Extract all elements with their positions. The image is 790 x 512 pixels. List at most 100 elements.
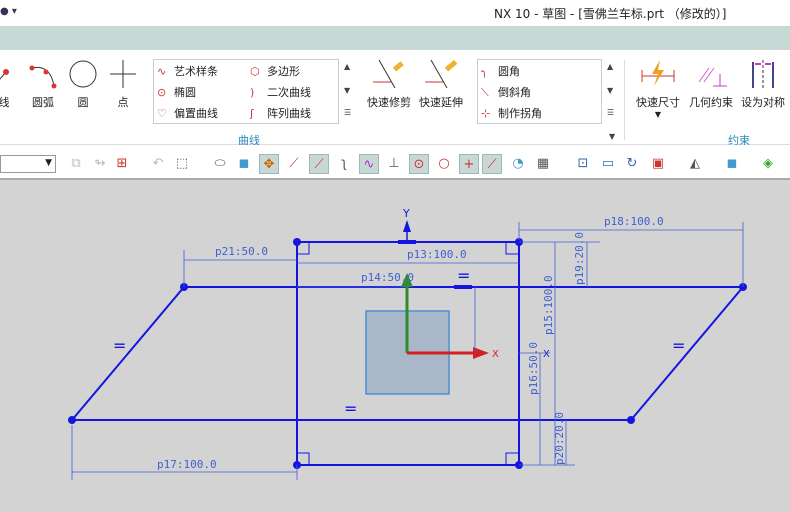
ribbon-tab-band	[0, 26, 790, 50]
undo-select-icon[interactable]: ↶	[152, 156, 164, 171]
make-corner-label: 制作拐角	[498, 107, 542, 120]
edit-group-more-icon[interactable]: ▼	[609, 132, 616, 141]
rapid-dimension-icon	[641, 60, 675, 86]
chevron-down-icon: ▼	[45, 158, 52, 168]
reset-filter-icon[interactable]: ↬	[94, 156, 106, 171]
pan-icon[interactable]: ▭	[601, 156, 615, 171]
spline-snap-icon[interactable]: ∿	[359, 154, 379, 174]
equal-constraint-icon[interactable]: =	[457, 266, 470, 285]
vertex-point[interactable]	[293, 238, 301, 246]
selection-filter-dropdown[interactable]: ▼	[0, 155, 56, 173]
arc-button[interactable]: 圆弧	[28, 58, 58, 110]
make-symmetric-label: 设为对称	[741, 96, 785, 109]
corner-scroll-down-icon[interactable]: ▼	[607, 86, 614, 95]
rotate-icon[interactable]: ↻	[626, 156, 638, 171]
view-shaded-icon[interactable]: ⬭	[214, 156, 226, 171]
midpoint-marker	[398, 240, 416, 244]
polygon-item[interactable]: ⬡多边形	[250, 63, 300, 79]
gallery-expand-icon[interactable]: ☰	[344, 108, 352, 117]
snap-all-icon[interactable]: ✥	[259, 154, 279, 174]
offset-curve-item[interactable]: ♡偏置曲线	[157, 105, 218, 121]
vertex-point[interactable]	[68, 416, 76, 424]
orient-view-icon[interactable]: ◼	[726, 156, 738, 171]
gallery-scroll-down-icon[interactable]: ▼	[344, 86, 351, 95]
line-icon	[0, 69, 9, 80]
dimension-p17[interactable]: p17:100.0	[157, 458, 217, 471]
show-hide-icon[interactable]: ◈	[763, 156, 773, 171]
existing-point-icon[interactable]: +	[459, 154, 479, 174]
geometric-constraints-button[interactable]: 几何约束	[688, 58, 734, 110]
point-on-curve-icon[interactable]: ⟋	[482, 154, 502, 174]
dimension-p14[interactable]: p14:50.0	[361, 271, 414, 284]
quick-extend-button[interactable]: 快速延伸	[418, 58, 464, 110]
vertex-point[interactable]	[627, 416, 635, 424]
conic-item[interactable]: )二次曲线	[250, 84, 311, 100]
corner-scroll-up-icon[interactable]: ▲	[607, 62, 614, 71]
dimension-p21[interactable]: p21:50.0	[215, 245, 268, 258]
sketch-y-arrow	[403, 220, 411, 232]
arc-center-icon[interactable]: ⊙	[409, 154, 429, 174]
corner-expand-icon[interactable]: ☰	[607, 108, 615, 117]
dimension-p13[interactable]: p13:100.0	[407, 248, 467, 261]
title-bar: ● ▾ NX 10 - 草图 - [雪佛兰车标.prt （修改的）]	[0, 0, 790, 26]
point-on-face-icon[interactable]: ◔	[512, 156, 524, 171]
ellipse-icon: ⊙	[157, 86, 167, 99]
dimension-p19[interactable]: p19:20.0	[573, 232, 586, 285]
make-corner-item[interactable]: ⊹ 制作拐角	[481, 105, 542, 121]
rapid-dimension-button[interactable]: 快速尺寸▼	[633, 58, 683, 119]
fillet-item[interactable]: ╮圆角	[481, 63, 520, 79]
group-separator	[624, 60, 625, 140]
chamfer-item[interactable]: ⟍倒斜角	[481, 84, 531, 100]
fit-icon[interactable]: ▣	[651, 156, 665, 171]
dimension-p15[interactable]: p15:100.0	[542, 275, 555, 335]
mid-point-icon[interactable]: ⟋	[309, 154, 329, 174]
equal-constraint-icon[interactable]: =	[672, 336, 685, 355]
circle-button[interactable]: 圆	[68, 58, 98, 110]
grid-icon[interactable]: ▦	[536, 156, 550, 171]
gallery-scroll-up-icon[interactable]: ▲	[344, 62, 351, 71]
quadrant-icon[interactable]: ○	[438, 156, 450, 171]
end-point-icon[interactable]: ⟋	[289, 156, 299, 171]
conic-label: 二次曲线	[267, 86, 311, 99]
equal-constraints: = = = =	[113, 266, 685, 418]
dimension-p18[interactable]: p18:100.0	[604, 215, 664, 228]
zoom-window-icon[interactable]: ⊡	[577, 156, 589, 171]
box-select-icon[interactable]: ⬚	[175, 156, 189, 171]
make-corner-icon: ⊹	[481, 107, 491, 120]
quick-trim-button[interactable]: 快速修剪	[366, 58, 412, 110]
perpendicular-marker	[297, 452, 310, 465]
parallelogram-right-edge[interactable]	[630, 286, 744, 421]
line-button[interactable]: 线	[0, 58, 14, 110]
geometric-constraints-label: 几何约束	[689, 96, 733, 109]
polygon-icon: ⬡	[250, 65, 260, 78]
point-label: 点	[117, 96, 129, 109]
quick-access-dropdown-icon[interactable]: ● ▾	[0, 6, 17, 17]
selection-intent-icon[interactable]: ⊞	[116, 156, 128, 171]
studio-spline-item[interactable]: ∿艺术样条	[157, 63, 218, 79]
line-label: 线	[0, 96, 10, 109]
curve-snap-icon[interactable]: ʅ	[341, 156, 347, 171]
studio-spline-label: 艺术样条	[174, 65, 218, 78]
point-button[interactable]: 点	[108, 58, 138, 110]
make-symmetric-button[interactable]: 设为对称	[740, 58, 786, 110]
ellipse-item[interactable]: ⊙椭圆	[157, 84, 196, 100]
cube-icon[interactable]: ◼	[238, 156, 250, 171]
y-axis-label: Y	[402, 207, 410, 220]
dimension-p20[interactable]: p20:20.0	[553, 412, 566, 465]
arc-label: 圆弧	[32, 96, 54, 109]
intersection-icon[interactable]: ⊥	[388, 156, 400, 171]
equal-constraint-icon[interactable]: =	[344, 399, 357, 418]
offset-curve-label: 偏置曲线	[174, 107, 218, 120]
quick-extend-icon	[425, 59, 458, 89]
x-axis-label: X	[543, 349, 550, 360]
dimension-p16[interactable]: p16:50.0	[527, 342, 540, 395]
filter-icon[interactable]: ⧉	[71, 156, 81, 171]
equal-constraint-icon[interactable]: =	[113, 336, 126, 355]
render-style-icon[interactable]: ◭	[690, 156, 700, 171]
parallelogram-left-edge[interactable]	[71, 286, 185, 421]
x-axis-label-red: X	[492, 349, 499, 360]
